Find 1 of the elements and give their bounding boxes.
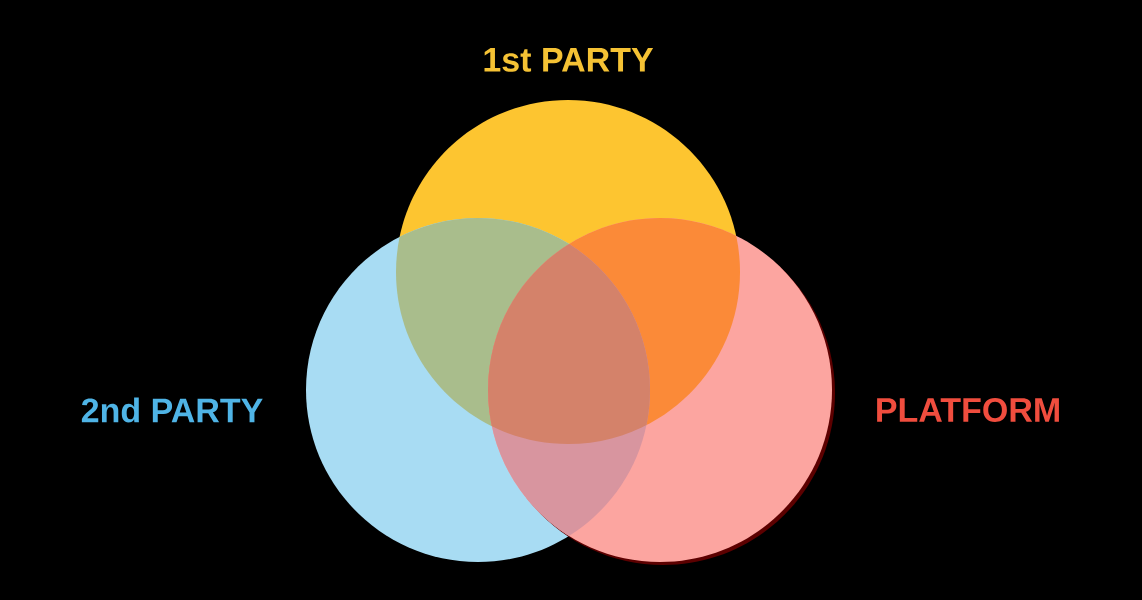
venn-diagram-drawing: 1st PARTY 2nd PARTY PLATFORM <box>81 48 1059 565</box>
